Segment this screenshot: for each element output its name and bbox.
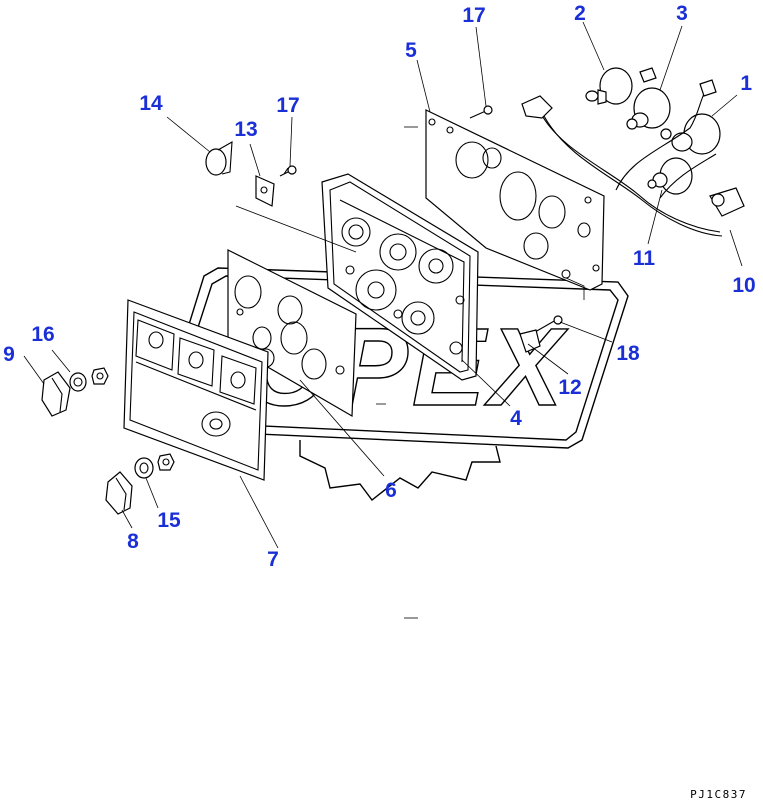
- callout-15: 15: [157, 509, 181, 532]
- bulb-socket-3: [626, 67, 671, 130]
- bulb-socket-1: [660, 113, 721, 155]
- callout-12: 12: [558, 376, 581, 399]
- callout-10: 10: [732, 274, 755, 297]
- screw-left: [279, 165, 297, 177]
- knob-left: [41, 371, 71, 417]
- callout-4: 4: [510, 407, 522, 430]
- callout-18: 18: [616, 342, 640, 365]
- clip: [205, 141, 233, 176]
- nut-bottom: [157, 453, 175, 471]
- nut-left: [91, 367, 109, 385]
- callout-7: 7: [267, 548, 279, 571]
- callout-2: 2: [574, 2, 586, 25]
- callout-3: 3: [676, 2, 688, 25]
- callout-6: 6: [385, 479, 397, 502]
- back-plate: [425, 109, 605, 300]
- callout-17-top: 17: [462, 4, 485, 27]
- knob-bottom: [105, 471, 133, 515]
- drawing-code: PJ1C837: [690, 788, 747, 801]
- callout-17-left: 17: [276, 94, 299, 117]
- screw-top: [469, 105, 493, 119]
- washer-left: [69, 372, 87, 392]
- callout-14: 14: [139, 92, 163, 115]
- callout-13: 13: [234, 118, 257, 141]
- wiring-harness: [521, 79, 745, 237]
- callout-5: 5: [405, 39, 417, 62]
- bulb-socket-2: [585, 67, 633, 105]
- leader-lines: [23, 21, 743, 549]
- callout-11: 11: [633, 247, 656, 270]
- callout-16: 16: [31, 323, 54, 346]
- washer-bottom: [134, 457, 154, 479]
- face-plate: [123, 299, 269, 481]
- bracket: [255, 175, 275, 207]
- callouts: 1 2 3 4 5 6 7 8 9 10 11 12 13 14 15 16 1…: [3, 2, 756, 571]
- gauge-housing: [321, 173, 479, 381]
- callout-9: 9: [3, 343, 15, 366]
- connector: [519, 329, 541, 353]
- callout-8: 8: [127, 530, 139, 553]
- callout-1: 1: [740, 72, 752, 95]
- bulb-socket-11: [647, 157, 693, 195]
- registration-marks: [376, 126, 418, 619]
